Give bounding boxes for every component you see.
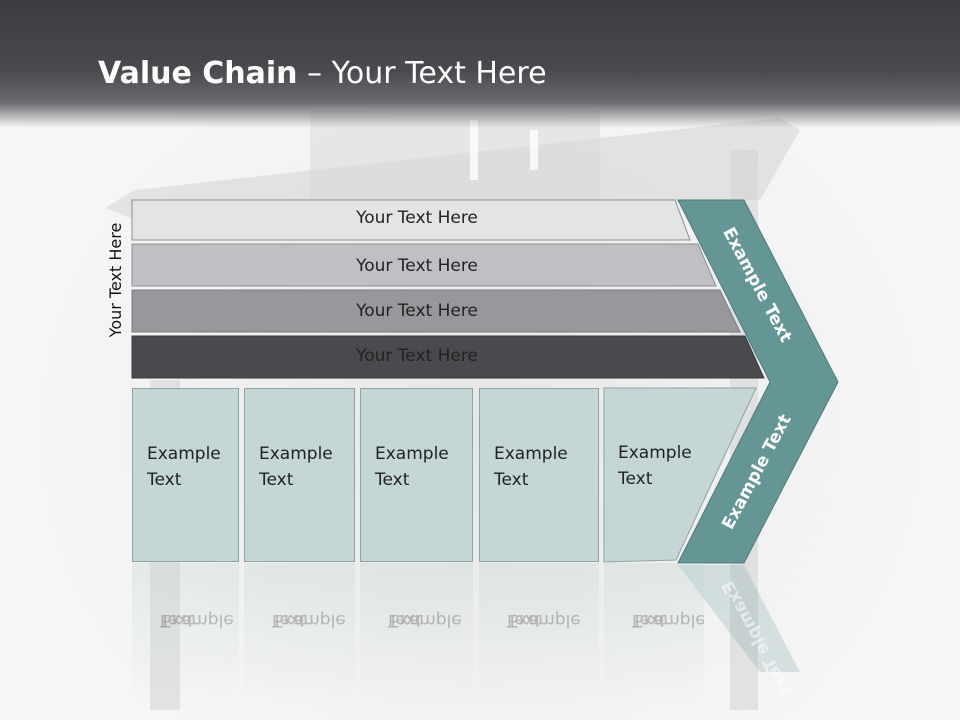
primary-box-3-line2: Text bbox=[375, 470, 410, 490]
support-bar-3-label: Your Text Here bbox=[356, 301, 478, 321]
primary-box-2-line2: Text bbox=[259, 470, 294, 490]
primary-box-4-line2: Text bbox=[494, 470, 529, 490]
support-bar-1 bbox=[131, 199, 691, 241]
primary-box-1-line2: Text bbox=[147, 470, 182, 490]
support-bar-1-label: Your Text Here bbox=[356, 208, 478, 228]
primary-box-5-shape bbox=[603, 387, 757, 563]
primary-box-5-line2: Text bbox=[618, 469, 653, 489]
support-bar-4-label: Your Text Here bbox=[356, 346, 478, 366]
title-rest: – Your Text Here bbox=[297, 56, 547, 91]
support-bar-4 bbox=[131, 335, 765, 379]
primary-box-4-line1: Example bbox=[494, 444, 568, 464]
margin-arrow-reflection bbox=[678, 565, 800, 672]
primary-box-5-line1: Example bbox=[618, 443, 692, 463]
margin-arrow bbox=[677, 199, 839, 564]
primary-box-3-line1: Example bbox=[375, 444, 449, 464]
support-bar-2-label: Your Text Here bbox=[356, 256, 478, 276]
support-bar-2 bbox=[131, 243, 717, 287]
support-bar-3 bbox=[131, 289, 741, 333]
primary-box-2-line1: Example bbox=[259, 444, 333, 464]
page-title: Value Chain – Your Text Here bbox=[98, 56, 547, 91]
title-bold: Value Chain bbox=[98, 56, 298, 91]
header-bar bbox=[0, 0, 960, 128]
primary-box-1-line1: Example bbox=[147, 444, 221, 464]
